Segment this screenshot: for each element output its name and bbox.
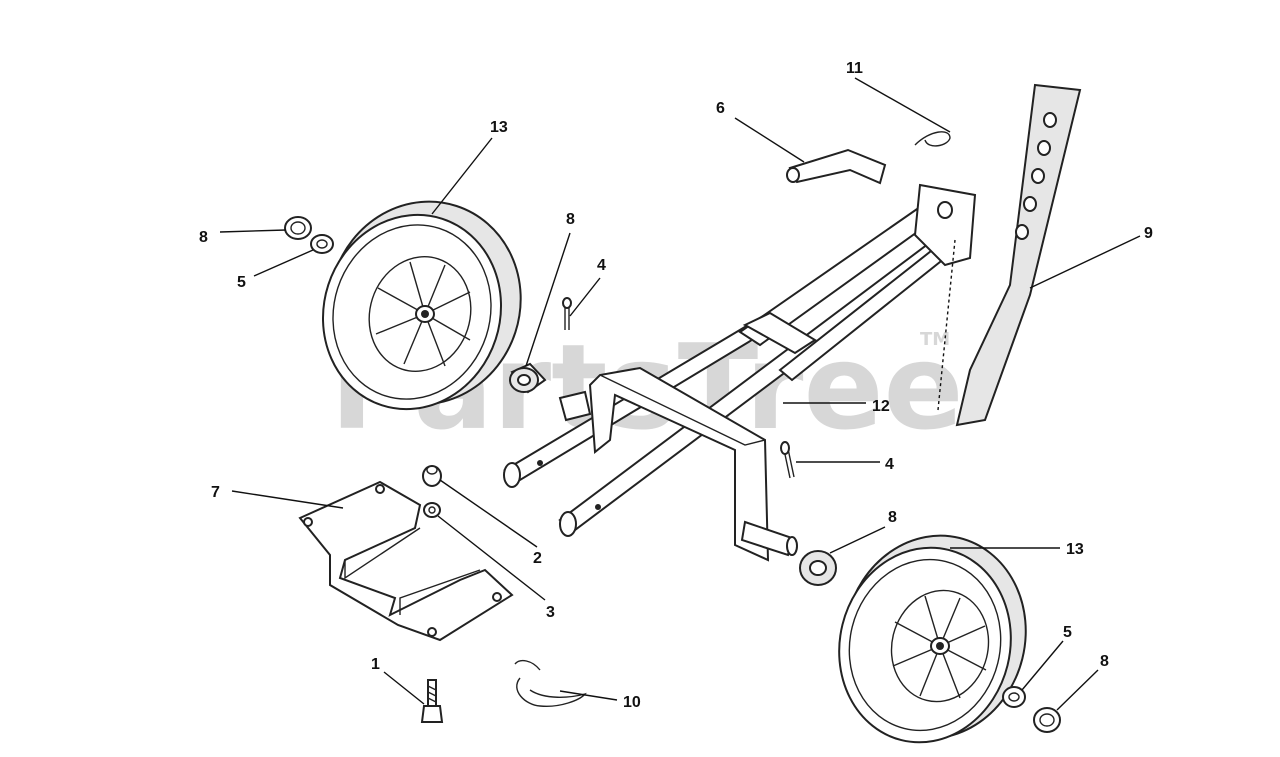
- mounting-bracket[interactable]: [298, 480, 514, 642]
- callout-2: 2: [533, 550, 542, 567]
- hair-pin-clip-lower[interactable]: [514, 659, 587, 708]
- callout-9: 9: [1144, 225, 1153, 242]
- callout-8-bushing: 8: [566, 211, 575, 228]
- hex-bolt[interactable]: [420, 679, 444, 723]
- callout-5-left: 5: [237, 274, 246, 291]
- bushing-right-inner[interactable]: [799, 550, 837, 586]
- wheel-right[interactable]: [819, 516, 1047, 757]
- callout-11: 11: [846, 60, 863, 77]
- axle-stub-left: [558, 390, 592, 422]
- callout-8-right: 8: [888, 509, 897, 526]
- hair-pin-clip-upper[interactable]: [914, 131, 951, 147]
- callout-3: 3: [546, 604, 555, 621]
- flat-washer[interactable]: [423, 502, 441, 518]
- callout-5-right: 5: [1063, 624, 1072, 641]
- callout-6: 6: [716, 100, 725, 117]
- cotter-pin-lower[interactable]: [780, 441, 795, 479]
- callout-12: 12: [872, 398, 890, 415]
- callout-10: 10: [623, 694, 641, 711]
- wheel-left[interactable]: [298, 177, 547, 433]
- axle-stub-right: [740, 520, 798, 557]
- callout-7: 7: [211, 484, 220, 501]
- cotter-pin-upper[interactable]: [562, 297, 572, 330]
- washer-right-outer[interactable]: [1002, 686, 1026, 708]
- washer-left-outer[interactable]: [310, 234, 334, 254]
- bushing-left-inner[interactable]: [509, 362, 547, 394]
- callout-8-outer-right: 8: [1100, 653, 1109, 670]
- nut-right-outer[interactable]: [1033, 707, 1061, 733]
- callout-4-upper: 4: [597, 257, 606, 274]
- nut-left-outer[interactable]: [284, 216, 312, 240]
- watermark-trademark: TM: [920, 329, 950, 350]
- lock-nut[interactable]: [422, 465, 442, 487]
- callout-4-lower: 4: [885, 456, 894, 473]
- drag-bar[interactable]: [955, 83, 1082, 427]
- callout-1: 1: [371, 656, 380, 673]
- callout-8-left: 8: [199, 229, 208, 246]
- callout-labels: 13 8 5 8 4 6 11 9 12 4 8 13 7 2 3 1 10 5…: [199, 60, 1153, 711]
- frame-assembly[interactable]: [503, 183, 977, 562]
- hitch-pin[interactable]: [786, 148, 887, 185]
- callout-13-upper: 13: [490, 119, 508, 136]
- leader-lines: [219, 77, 1141, 711]
- callout-13-lower: 13: [1066, 541, 1084, 558]
